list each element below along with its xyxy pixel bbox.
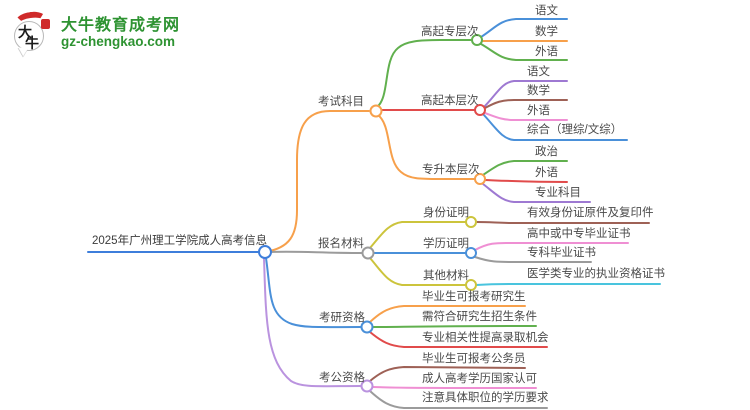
daniu-bull-logo-icon: 大 牛 <box>12 9 54 57</box>
node-gaoqiben-level: 高起本层次 <box>421 95 479 107</box>
other-material-node-circle <box>465 279 477 291</box>
root-node-circle <box>258 245 272 259</box>
kaogong-leaf-edges <box>369 365 548 409</box>
node-other-materials: 其他材料 <box>423 270 469 282</box>
leaf-zq-chinese: 语文 <box>535 5 558 17</box>
node-exam-subjects: 考试科目 <box>318 96 364 108</box>
node-kaoyan-qualification: 考研资格 <box>319 312 365 324</box>
exam-subject-edges <box>376 39 476 180</box>
leaf-kaogong-requirement: 注意具体职位的学历要求 <box>422 392 549 404</box>
leaf-gb-foreign: 外语 <box>527 105 550 117</box>
leaf-zq-math: 数学 <box>535 26 558 38</box>
leaf-kaogong-eligible: 毕业生可报考公务员 <box>422 353 526 365</box>
gaoqiben-node-circle <box>474 104 486 116</box>
site-domain: gz-chengkao.com <box>61 34 176 50</box>
leaf-highschool-diploma: 高中或中专毕业证书 <box>527 228 631 240</box>
material-node-circle <box>361 246 375 260</box>
leaf-zs-major: 专业科目 <box>535 187 581 199</box>
site-logo-text: 大牛教育成考网 gz-chengkao.com <box>61 17 180 51</box>
zhuanshengben-leaf-edges <box>482 160 591 203</box>
root-edges <box>87 110 370 388</box>
leaf-gb-math: 数学 <box>527 85 550 97</box>
node-circles <box>258 34 486 393</box>
logo-char-da: 大 <box>18 26 32 41</box>
gaoqizhuan-leaf-edges <box>480 18 568 61</box>
leaf-kaoyan-conditions: 需符合研究生招生条件 <box>422 311 537 323</box>
leaf-id-card: 有效身份证原件及复印件 <box>527 207 654 219</box>
logo-red-seal <box>41 19 50 29</box>
diploma-leaf-edges <box>474 241 629 263</box>
node-identity-proof: 身份证明 <box>423 207 469 219</box>
leaf-medical-license: 医学类专业的执业资格证书 <box>527 268 665 280</box>
exam-node-circle <box>369 104 383 118</box>
leaf-kaoyan-eligible: 毕业生可报考研究生 <box>422 291 526 303</box>
node-zhuanshengben-level: 专升本层次 <box>422 164 480 176</box>
leaf-zq-foreign: 外语 <box>535 46 558 58</box>
kaoyan-leaf-edges <box>369 305 548 348</box>
kaogong-node-circle <box>360 379 374 393</box>
node-kaogong-qualification: 考公资格 <box>319 372 365 384</box>
gaoqiben-leaf-edges <box>482 80 628 141</box>
other-material-leaf-edges <box>475 283 661 286</box>
leaf-kaoyan-relevance: 专业相关性提高录取机会 <box>422 332 549 344</box>
leaf-zs-politics: 政治 <box>535 146 558 158</box>
logo-speech-bubble <box>14 21 44 51</box>
zhuanshengben-node-circle <box>474 173 486 185</box>
gaoqizhuan-node-circle <box>471 34 483 46</box>
node-diploma-proof: 学历证明 <box>423 238 469 250</box>
node-gaoqizhuan-level: 高起专层次 <box>421 26 479 38</box>
leaf-gb-comprehensive: 综合（理综/文综） <box>527 124 623 136</box>
leaf-college-diploma: 专科毕业证书 <box>527 247 596 259</box>
leaf-kaogong-recognized: 成人高考学历国家认可 <box>422 373 537 385</box>
kaoyan-node-circle <box>360 320 374 334</box>
identity-node-circle <box>465 216 477 228</box>
site-logo: 大 牛 大牛教育成考网 gz-chengkao.com <box>12 9 180 57</box>
leaf-gb-chinese: 语文 <box>527 66 550 78</box>
enroll-material-edges <box>369 221 467 286</box>
site-name: 大牛教育成考网 <box>61 16 181 34</box>
identity-leaf-edges <box>475 221 650 224</box>
node-enroll-materials: 报名材料 <box>318 238 364 250</box>
leaf-zs-foreign: 外语 <box>535 167 558 179</box>
node-root-title: 2025年广州理工学院成人高考信息 <box>92 235 268 247</box>
logo-char-niu: 牛 <box>25 37 39 52</box>
diploma-node-circle <box>465 247 477 259</box>
